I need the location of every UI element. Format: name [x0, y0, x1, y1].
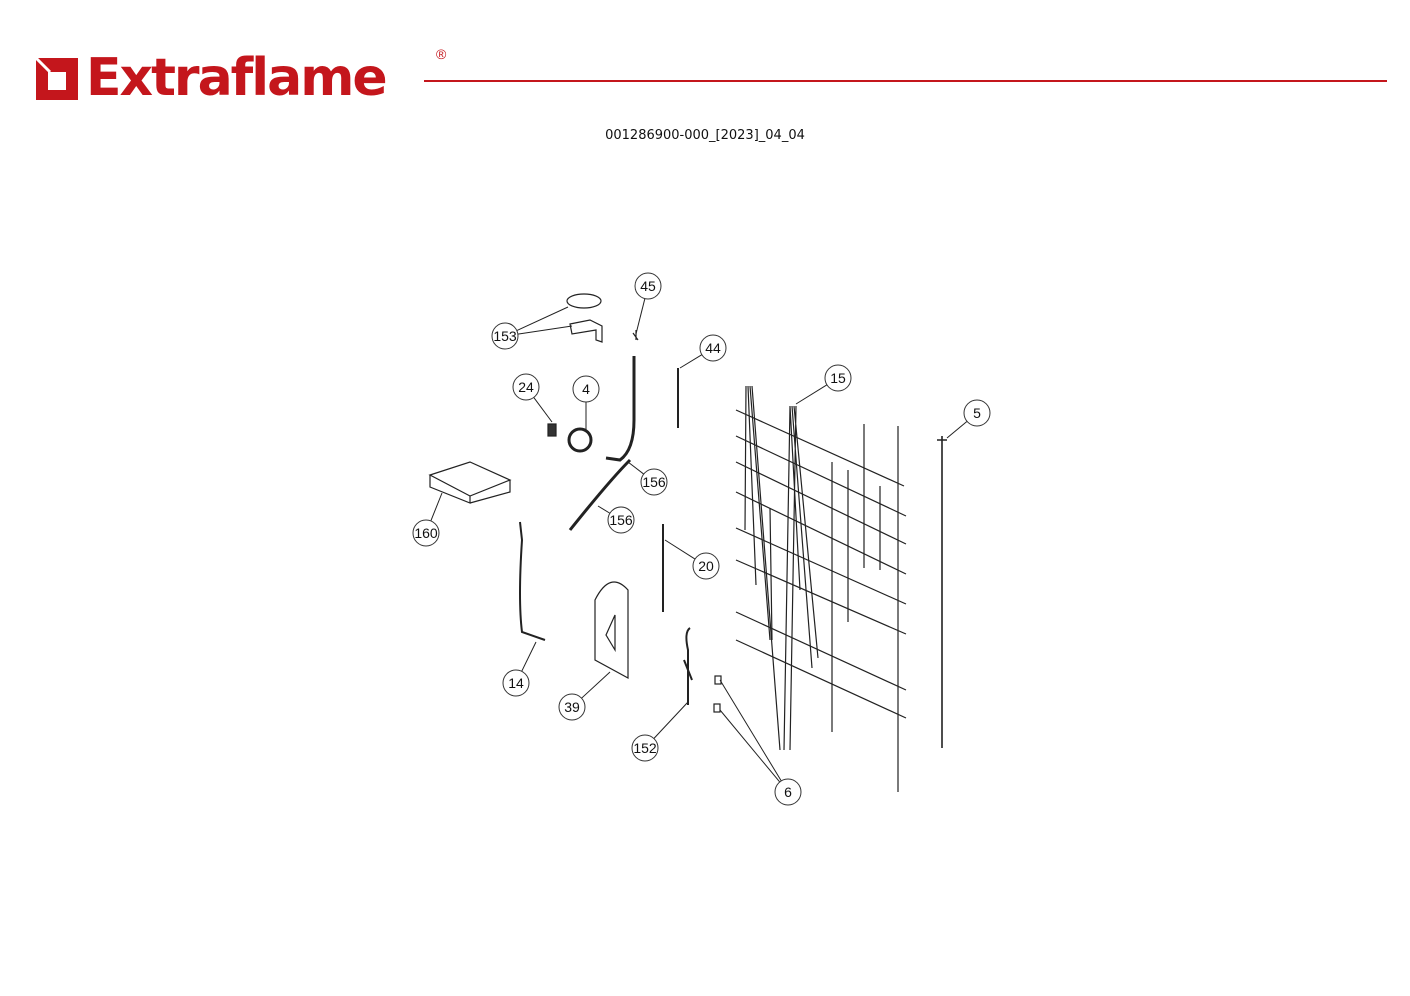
- callout-circle: [512, 373, 540, 401]
- leader-line: [627, 461, 645, 475]
- leader-line: [516, 306, 569, 332]
- callout-label: 45: [640, 278, 656, 294]
- callout-label: 160: [414, 525, 438, 541]
- callout-circle: [692, 552, 720, 580]
- callout-circle: [558, 693, 586, 721]
- callout-label: 39: [564, 699, 580, 715]
- leader-line: [653, 701, 689, 739]
- part-156-tube-b: [568, 458, 632, 531]
- callout-160: 160: [412, 492, 443, 547]
- leader-line: [533, 397, 553, 423]
- brand-logo: Extraflame ®: [34, 46, 446, 108]
- callout-circle: [634, 272, 662, 300]
- callout-39: 39: [558, 671, 611, 721]
- callout-label: 6: [784, 784, 792, 800]
- callout-45: 45: [634, 272, 662, 335]
- leader-line: [430, 492, 443, 522]
- leader-line: [719, 679, 782, 782]
- callout-circle: [502, 669, 530, 697]
- leader-line: [521, 641, 537, 672]
- callout-label: 152: [633, 740, 657, 756]
- callout-152: 152: [631, 701, 689, 762]
- part-24-switch: [547, 423, 557, 437]
- leader-line: [679, 354, 703, 369]
- callout-label: 153: [493, 328, 517, 344]
- callout-label: 15: [830, 370, 846, 386]
- callout-156: 156: [597, 505, 635, 534]
- callout-circle: [491, 322, 519, 350]
- callout-20: 20: [664, 539, 720, 580]
- leader-line: [597, 505, 611, 514]
- callout-circle: [412, 519, 440, 547]
- callout-24: 24: [512, 373, 553, 423]
- callout-circle: [572, 375, 600, 403]
- header-rule: [424, 80, 1387, 82]
- callout-circle: [699, 334, 727, 362]
- callout-circle: [640, 468, 668, 496]
- callout-44: 44: [679, 334, 727, 369]
- callout-label: 14: [508, 675, 524, 691]
- callout-label: 44: [705, 340, 721, 356]
- callout-6: 6: [719, 679, 802, 806]
- part-45-clip: [632, 330, 639, 341]
- part-153-gasket: [566, 293, 602, 309]
- callout-156: 156: [627, 461, 668, 496]
- callout-5: 5: [946, 399, 991, 439]
- leader-line: [795, 384, 828, 405]
- part-39-cover-plate: [594, 581, 629, 680]
- callout-circle: [963, 399, 991, 427]
- callout-circle: [824, 364, 852, 392]
- leader-line: [581, 671, 611, 699]
- callout-circle: [631, 734, 659, 762]
- part-152-probe: [683, 627, 693, 705]
- callout-label: 156: [609, 512, 633, 528]
- callout-label: 156: [642, 474, 666, 490]
- callout-14: 14: [502, 641, 537, 697]
- registered-mark: ®: [436, 46, 447, 62]
- part-15-wiring-harness: [735, 385, 907, 792]
- callout-label: 5: [973, 405, 981, 421]
- callout-group: 45 153 44 15 5 24 4 156 156 160 20 14 39 152 6: [412, 272, 991, 806]
- leader-line: [664, 539, 696, 560]
- part-5-cable: [937, 436, 947, 748]
- part-153-cover: [569, 319, 603, 343]
- callout-15: 15: [795, 364, 852, 405]
- leader-line: [517, 325, 573, 335]
- part-6-connector-b: [713, 703, 721, 713]
- part-14-power-cord: [519, 521, 546, 641]
- part-160-board: [428, 461, 512, 504]
- extraflame-logo-icon: [34, 56, 78, 100]
- part-6-connector-a: [714, 675, 722, 685]
- leader-line: [946, 420, 968, 439]
- callout-circle: [607, 506, 635, 534]
- leader-line: [635, 298, 646, 335]
- callout-label: 20: [698, 558, 714, 574]
- callout-4: 4: [572, 375, 600, 430]
- brand-name: Extraflame: [86, 48, 388, 108]
- part-4-fan: [567, 427, 593, 453]
- document-code: 001286900-000_[2023]_04_04: [605, 128, 805, 143]
- callout-label: 4: [582, 381, 590, 397]
- callout-circle: [774, 778, 802, 806]
- callout-label: 24: [518, 379, 534, 395]
- leader-line: [719, 709, 781, 783]
- part-156-tube-a: [605, 356, 636, 462]
- callout-153: 153: [491, 306, 573, 350]
